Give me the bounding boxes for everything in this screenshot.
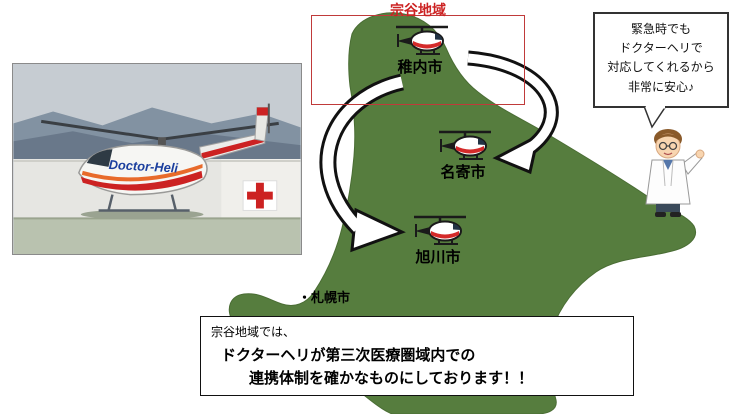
city-label-asahikawa: 旭川市 bbox=[415, 249, 461, 266]
speech-bubble: 緊急時でも ドクターヘリで 対応してくれるから 非常に安心♪ bbox=[593, 12, 729, 108]
doctor-character bbox=[645, 129, 705, 217]
speech-bubble-line: 緊急時でも bbox=[630, 22, 691, 36]
caption-line-2: ドクターヘリが第三次医療圏域内での bbox=[221, 347, 476, 364]
doctor-heli-photo: Doctor-Heli bbox=[12, 63, 302, 255]
photo-helicopter: Doctor-Heli bbox=[41, 103, 279, 220]
city-label-wakkanai: 稚内市 bbox=[397, 59, 443, 76]
glasses-icon bbox=[658, 141, 678, 151]
speech-bubble-line: 非常に安心♪ bbox=[627, 79, 694, 94]
arrow-wakkanai-to-asahikawa bbox=[319, 73, 406, 253]
photo-helipad-deck bbox=[13, 218, 301, 254]
caption-box: 宗谷地域では、 ドクターヘリが第三次医療圏域内での 連携体制を確かなものにしてお… bbox=[200, 316, 634, 396]
city-label-sapporo: ・札幌市 bbox=[298, 290, 351, 305]
soya-region-label: 宗谷地域 bbox=[390, 2, 446, 18]
caption-line-3: 連携体制を確かなものにしております！！ bbox=[249, 370, 534, 387]
caption-line-1: 宗谷地域では、 bbox=[211, 325, 296, 339]
speech-bubble-tail bbox=[643, 106, 667, 129]
photo-heli-text: Doctor-Heli bbox=[108, 157, 178, 176]
speech-bubble-line: ドクターヘリで bbox=[619, 41, 703, 56]
speech-bubble-line: 対応してくれるから bbox=[607, 60, 715, 75]
arrow-wakkanai-to-nayoro bbox=[467, 50, 559, 175]
soya-region-highlight-box bbox=[311, 15, 525, 105]
city-label-nayoro: 名寄市 bbox=[440, 164, 486, 181]
